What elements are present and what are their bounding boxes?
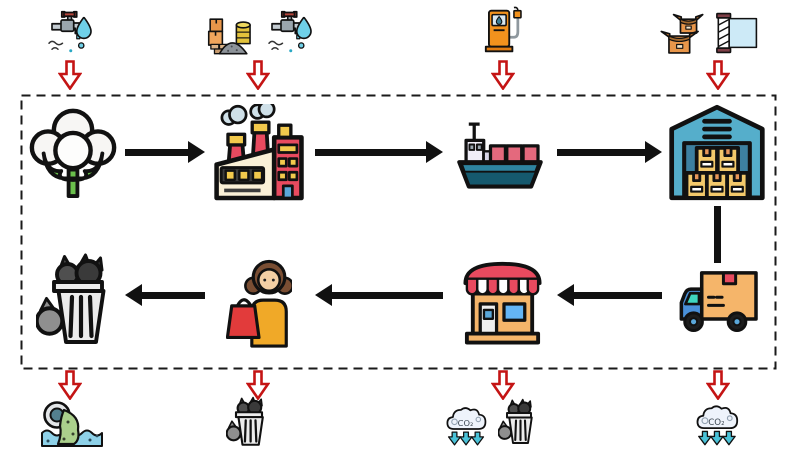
fuel-pump-icon	[481, 6, 525, 56]
flow-arrow-consumer-to-bin	[125, 284, 205, 306]
output-arrow-icon	[58, 370, 82, 400]
water-tap-icon	[46, 8, 94, 56]
flow-arrow-truck-to-store	[557, 284, 662, 306]
system-boundary	[20, 94, 777, 370]
factory-icon	[206, 104, 306, 201]
cardboard-boxes-icon	[659, 10, 705, 56]
fabric-roll-icon	[713, 10, 761, 56]
flow-arrow-store-to-consumer	[315, 284, 443, 306]
co2-cloud-icon	[441, 402, 495, 448]
flow-arrow-cotton-to-factory	[125, 141, 205, 163]
store-icon	[455, 250, 550, 346]
output-arrow-icon	[706, 370, 730, 400]
co2-cloud-icon	[691, 400, 747, 448]
input-arrow-icon	[491, 60, 515, 90]
water-tap-icon	[266, 8, 314, 56]
warehouse-to-truck-connector	[714, 206, 721, 263]
flow-arrow-factory-to-ship	[315, 141, 443, 163]
waste-bin-icon	[36, 250, 120, 350]
waste-bin-icon	[498, 396, 540, 448]
wastewater-discharge-icon	[40, 400, 104, 448]
input-arrow-icon	[58, 60, 82, 90]
waste-bin-icon	[226, 396, 272, 448]
cargo-ship-icon	[456, 116, 544, 192]
raw-materials-icon	[206, 12, 256, 58]
input-arrow-icon	[706, 60, 730, 90]
delivery-truck-icon	[672, 262, 764, 338]
input-arrow-icon	[246, 60, 270, 90]
cotton-plant-icon	[26, 101, 120, 203]
flow-arrow-ship-to-warehouse	[557, 141, 662, 163]
consumer-icon	[226, 256, 292, 350]
warehouse-icon	[667, 102, 767, 203]
